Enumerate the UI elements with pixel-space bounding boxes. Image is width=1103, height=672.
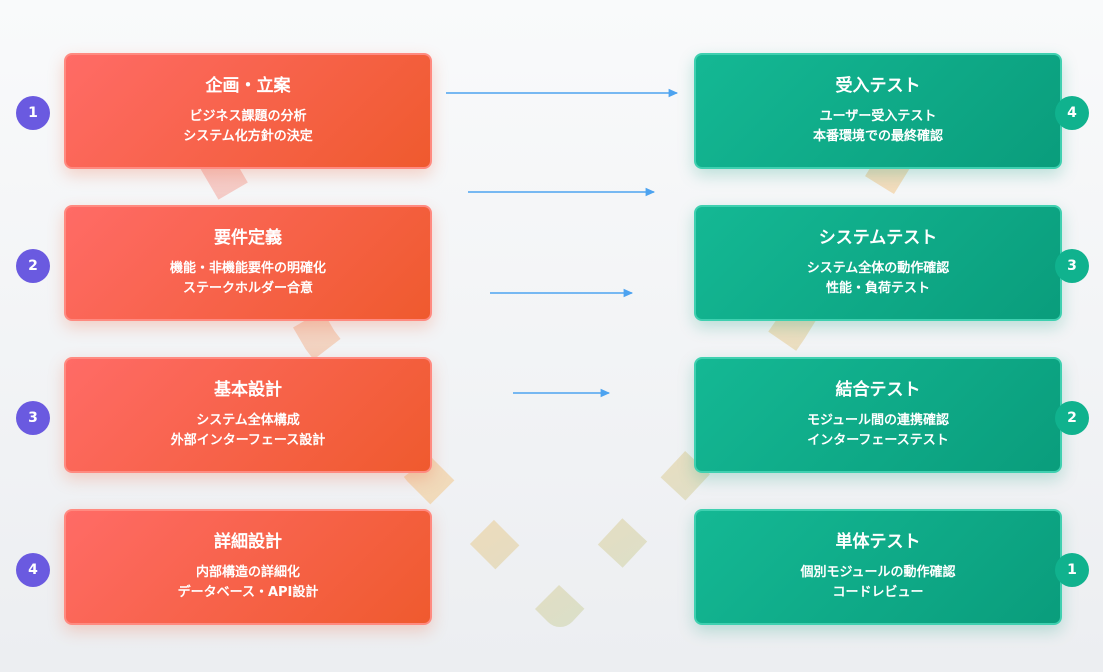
right-step-badge: 3 bbox=[1055, 249, 1089, 283]
phase-card-requirements: 要件定義 機能・非機能要件の明確化 ステークホルダー合意 bbox=[64, 205, 432, 321]
left-step-badge: 4 bbox=[16, 553, 50, 587]
card-title: 詳細設計 bbox=[214, 532, 282, 552]
card-line: ステークホルダー合意 bbox=[182, 281, 313, 296]
card-line: インターフェーステスト bbox=[807, 433, 949, 448]
phase-card-unit-test: 単体テスト 個別モジュールの動作確認 コードレビュー bbox=[694, 509, 1062, 625]
card-line: 外部インターフェース設計 bbox=[170, 433, 326, 448]
right-step-badge: 4 bbox=[1055, 96, 1089, 130]
card-line: システム化方針の決定 bbox=[183, 129, 313, 144]
left-step-badge: 3 bbox=[16, 401, 50, 435]
card-line: 本番環境での最終確認 bbox=[812, 129, 943, 144]
left-step-badge: 2 bbox=[16, 249, 50, 283]
card-line: 個別モジュールの動作確認 bbox=[800, 565, 956, 580]
card-line: システム全体の動作確認 bbox=[806, 261, 950, 276]
card-title: 結合テスト bbox=[835, 380, 921, 400]
card-line: コードレビュー bbox=[832, 585, 924, 600]
right-step-badge: 2 bbox=[1055, 401, 1089, 435]
phase-card-acceptance-test: 受入テスト ユーザー受入テスト 本番環境での最終確認 bbox=[694, 53, 1062, 169]
card-line: ユーザー受入テスト bbox=[819, 109, 937, 124]
phase-card-system-test: システムテスト システム全体の動作確認 性能・負荷テスト bbox=[694, 205, 1062, 321]
card-title: 受入テスト bbox=[835, 76, 921, 96]
card-line: データベース・API設計 bbox=[177, 585, 319, 600]
phase-card-integration-test: 結合テスト モジュール間の連携確認 インターフェーステスト bbox=[694, 357, 1062, 473]
card-title: 要件定義 bbox=[214, 228, 282, 248]
phase-card-basic-design: 基本設計 システム全体構成 外部インターフェース設計 bbox=[64, 357, 432, 473]
card-title: システムテスト bbox=[818, 228, 938, 248]
phase-card-detailed-design: 詳細設計 内部構造の詳細化 データベース・API設計 bbox=[64, 509, 432, 625]
card-title: 単体テスト bbox=[835, 532, 921, 552]
card-title: 企画・立案 bbox=[205, 76, 291, 96]
right-step-badge: 1 bbox=[1055, 553, 1089, 587]
card-title: 基本設計 bbox=[214, 380, 282, 400]
card-line: 内部構造の詳細化 bbox=[195, 565, 300, 580]
left-step-badge: 1 bbox=[16, 96, 50, 130]
card-line: モジュール間の連携確認 bbox=[806, 413, 950, 428]
card-line: 機能・非機能要件の明確化 bbox=[169, 261, 326, 276]
card-line: ビジネス課題の分析 bbox=[189, 109, 307, 124]
card-line: システム全体構成 bbox=[196, 413, 300, 428]
phase-card-planning: 企画・立案 ビジネス課題の分析 システム化方針の決定 bbox=[64, 53, 432, 169]
card-line: 性能・負荷テスト bbox=[825, 281, 930, 296]
